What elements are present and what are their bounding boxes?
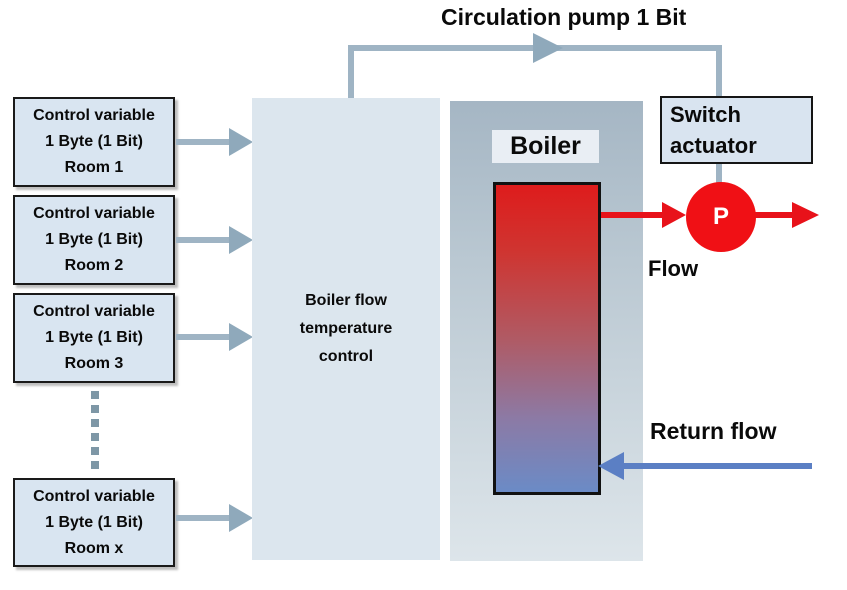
control-box-line: 1 Byte (1 Bit) [45,513,143,531]
switch-actuator-box: Switch actuator [660,96,813,164]
control-box-line: Room 1 [64,159,124,176]
control-box-line: Room 2 [64,257,124,274]
input-arrowhead-icon [229,226,253,254]
return-flow-label: Return flow [650,418,777,444]
input-arrowhead-icon [229,323,253,351]
control-box-line: Room 3 [64,355,124,372]
control-variable-box-room-3: Control variable 1 Byte (1 Bit) Room 3 [13,293,175,383]
input-arrow-room-1 [176,139,231,145]
return-flow-arrow [621,463,812,469]
return-flow-arrowhead-icon [598,452,624,480]
control-box-line: 1 Byte (1 Bit) [45,133,143,150]
flow-arrowhead-icon [792,202,819,228]
circulation-arrowhead-icon [533,33,563,63]
control-box-line: Control variable [33,205,155,222]
pump-circle: P [686,182,756,252]
ellipsis-dashed-line [91,391,99,474]
boiler-label-text: Boiler [510,132,581,160]
control-variable-box-room-2: Control variable 1 Byte (1 Bit) Room 2 [13,195,175,285]
input-arrowhead-icon [229,504,253,532]
flow-arrow-left [601,212,663,218]
boiler-flow-temperature-control-box: Boiler flow temperature control [252,98,440,560]
flow-arrowhead-icon [662,202,686,228]
boiler-vessel-gradient [493,182,601,495]
control-box-line: Room x [64,539,124,557]
control-variable-box-room-x: Control variable 1 Byte (1 Bit) Room x [13,478,175,567]
input-arrow-room-2 [176,237,231,243]
control-box-line: Control variable [33,303,155,320]
flow-label: Flow [648,256,699,281]
flow-arrow-right [754,212,794,218]
input-arrowhead-icon [229,128,253,156]
control-variable-box-room-1: Control variable 1 Byte (1 Bit) Room 1 [13,97,175,187]
pump-symbol: P [712,203,729,230]
input-arrow-room-3 [176,334,231,340]
control-box-line: 1 Byte (1 Bit) [45,329,143,346]
controller-label: Boiler flow temperature control [299,292,393,365]
control-box-line: 1 Byte (1 Bit) [45,231,143,248]
control-box-line: Control variable [33,487,155,505]
input-arrow-room-x [176,515,231,521]
boiler-label: Boiler [492,130,599,163]
circulation-line-left-vertical [348,45,354,98]
control-box-line: Control variable [33,107,155,124]
switch-actuator-label: Switch actuator [670,102,757,158]
circulation-pump-title: Circulation pump 1 Bit [441,4,687,30]
